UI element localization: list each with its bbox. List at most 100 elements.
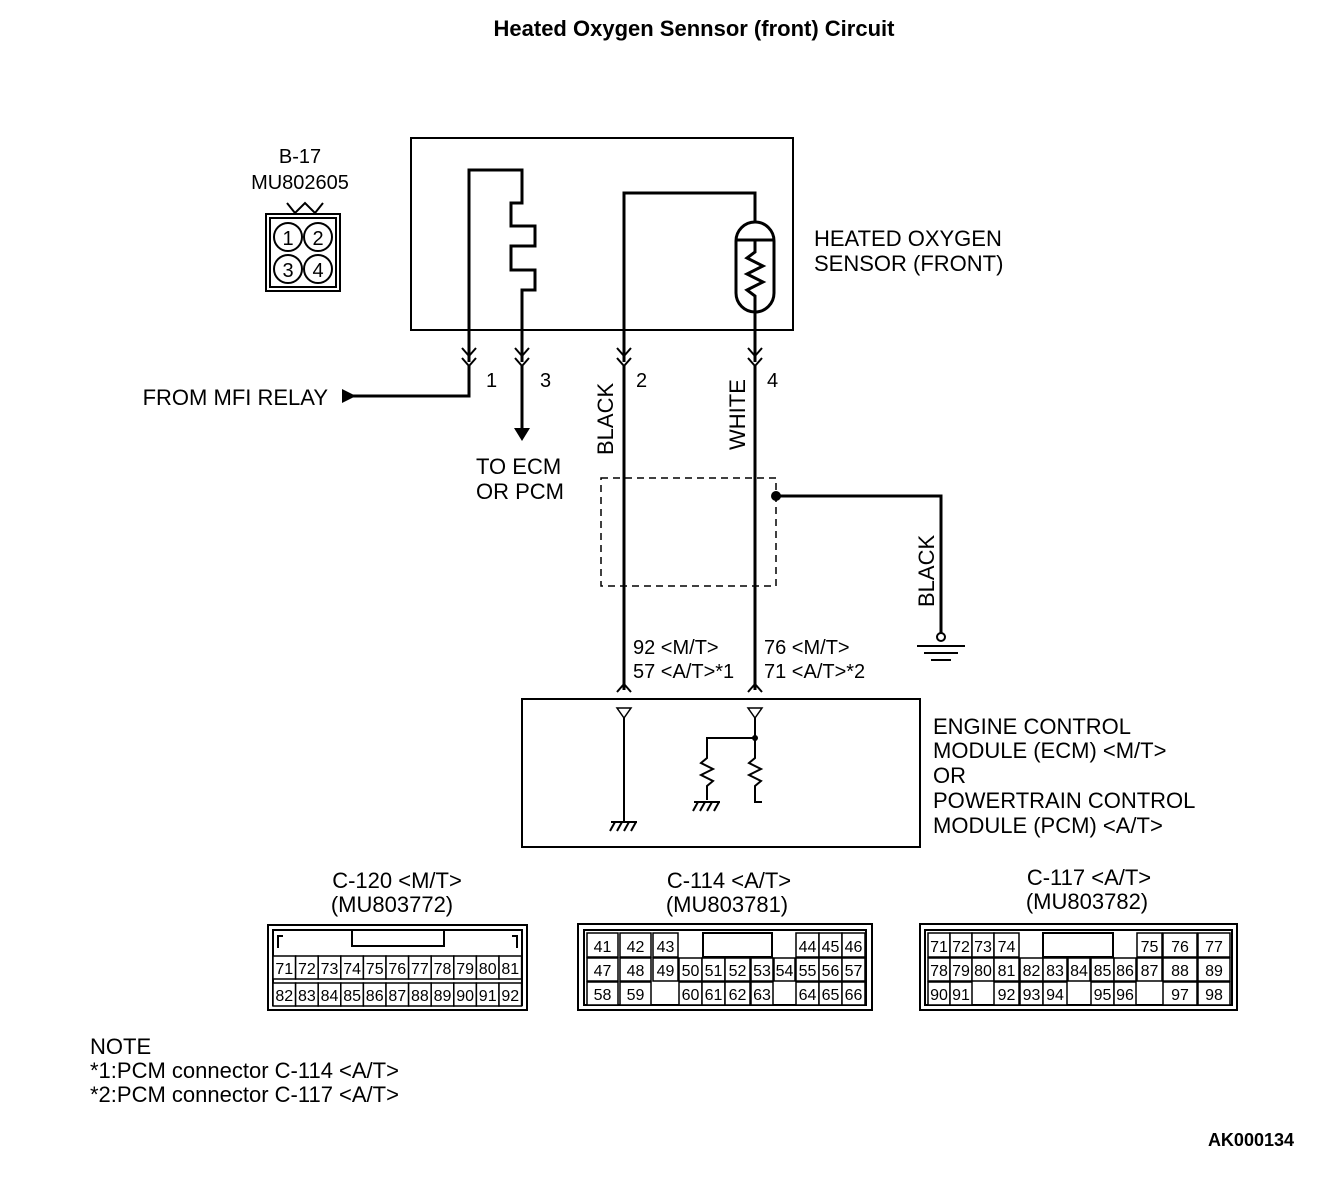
pin-cell: [724, 957, 751, 982]
connector-id: C-117 <A/T>: [1027, 865, 1151, 890]
pin-cell: [1197, 957, 1231, 982]
pin-number: 84: [1070, 963, 1088, 980]
connector-part: (MU803772): [331, 892, 453, 917]
sensor-signal-wire: [622, 191, 757, 362]
pin-number: 95: [1094, 987, 1112, 1004]
terminal-arrows: [461, 347, 763, 368]
pin-number: 42: [627, 939, 645, 956]
pin-cell: [586, 981, 619, 1006]
pin-number: 54: [776, 963, 794, 980]
pin-number: 79: [456, 961, 474, 978]
ecm-label-line: POWERTRAIN CONTROL: [933, 788, 1195, 813]
pin-cell: [1197, 981, 1231, 1006]
heater-element-icon: [467, 168, 537, 362]
pin-number: 75: [366, 961, 384, 978]
pin-cell: [1067, 957, 1091, 982]
input-arrow-icon: [342, 389, 356, 403]
pin-cell: [498, 982, 523, 1007]
pin-number: 79: [952, 963, 970, 980]
pin-cell: [773, 957, 796, 982]
terminal-number: 3: [540, 370, 551, 392]
pin-number: 51: [705, 963, 723, 980]
pin-number: 73: [321, 961, 339, 978]
pin-number: 83: [1046, 963, 1064, 980]
pin-number: 78: [434, 961, 452, 978]
note-line: *1:PCM connector C-114 <A/T>: [90, 1058, 399, 1083]
pin-number: 72: [298, 961, 316, 978]
ecm-pin-label: 76 <M/T>: [764, 637, 850, 659]
pin-number: 66: [845, 987, 863, 1004]
pin-number: 59: [627, 987, 645, 1004]
pin-cell: [1162, 981, 1198, 1006]
pin-number: 41: [594, 939, 612, 956]
pin-cell: [841, 957, 866, 982]
pin-number: 64: [799, 987, 817, 1004]
connector-id: C-114 <A/T>: [667, 868, 791, 893]
chassis-ground-icon: [692, 801, 720, 812]
pin-number: 61: [705, 987, 723, 1004]
pin-number: 71: [930, 939, 948, 956]
pin-cell: [1042, 957, 1068, 982]
terminal-number: 1: [486, 370, 497, 392]
pin-number: 60: [682, 987, 700, 1004]
ecm-label-line: MODULE (ECM) <M/T>: [933, 738, 1166, 763]
pin-number: 75: [1141, 939, 1159, 956]
pin-cell: [841, 981, 866, 1006]
sensor-connector-id: B-17: [279, 146, 321, 168]
pin-number: 57: [845, 963, 863, 980]
pin-number: 74: [998, 939, 1016, 956]
note-line: *2:PCM connector C-117 <A/T>: [90, 1082, 399, 1107]
ecm-label-line: OR: [933, 763, 966, 788]
pin-number: 83: [298, 988, 316, 1005]
pin-number: 93: [1023, 987, 1041, 1004]
pin-number: 48: [627, 963, 645, 980]
pin-cell: [1162, 957, 1198, 982]
pin-number: 78: [930, 963, 948, 980]
sensor-connector: B-17 MU802605 1 2 3 4: [251, 146, 349, 292]
pin-number: 47: [594, 963, 612, 980]
pin-number: 90: [456, 988, 474, 1005]
pin-number: 46: [845, 939, 863, 956]
pin-cell: [750, 981, 774, 1006]
wire-color-label: WHITE: [725, 379, 750, 450]
pin-cell: [724, 981, 751, 1006]
pin-number: 44: [799, 939, 817, 956]
sensor-connector-part: MU802605: [251, 172, 349, 194]
pin-number: 45: [822, 939, 840, 956]
pin-number: 92: [998, 987, 1016, 1004]
pin-cell: [1136, 932, 1163, 958]
pin-number: 50: [682, 963, 700, 980]
pin-number: 98: [1205, 987, 1223, 1004]
chassis-ground-icon: [609, 821, 637, 832]
ecm-pin-label: 92 <M/T>: [633, 637, 719, 659]
from-relay-label: FROM MFI RELAY: [143, 385, 329, 410]
pin-number: 62: [729, 987, 747, 1004]
connector-part: (MU803782): [1026, 889, 1148, 914]
pin-number: 84: [321, 988, 339, 1005]
sensor-box: [410, 137, 794, 331]
pin-cell: [586, 932, 619, 958]
pin-number: 52: [729, 963, 747, 980]
pin-number: 89: [434, 988, 452, 1005]
pin-cell: [586, 957, 619, 982]
ecm-pin-label: 57 <A/T>*1: [633, 661, 734, 683]
pin-number: 88: [411, 988, 429, 1005]
pin-cell: [619, 957, 652, 982]
pin-cell: [1113, 981, 1137, 1006]
pin-number: 55: [799, 963, 817, 980]
pin-number: 77: [1205, 939, 1223, 956]
terminal-number: 2: [636, 370, 647, 392]
connector-pin: 3: [282, 260, 293, 282]
pin-number: 97: [1171, 987, 1189, 1004]
pin-cell: [993, 932, 1020, 958]
pin-cell: [993, 981, 1020, 1006]
ecm-pin-label: 71 <A/T>*2: [764, 661, 865, 683]
pin-number: 85: [1094, 963, 1112, 980]
pin-cell: [1197, 932, 1231, 958]
pin-number: 72: [952, 939, 970, 956]
pin-cell: [949, 981, 973, 1006]
pin-number: 76: [1171, 939, 1189, 956]
output-arrow-icon: [514, 428, 530, 441]
